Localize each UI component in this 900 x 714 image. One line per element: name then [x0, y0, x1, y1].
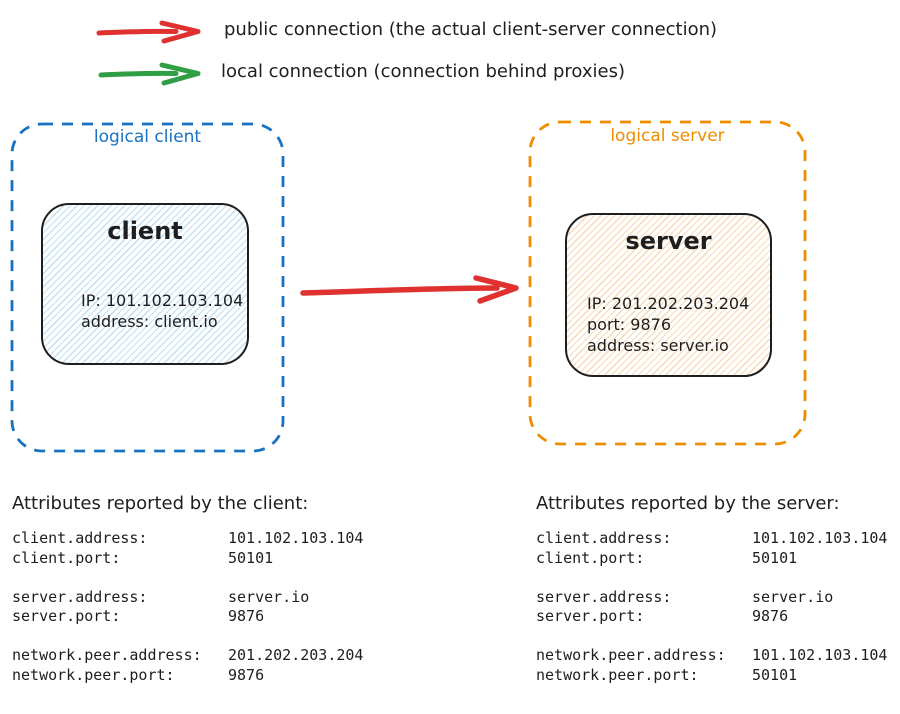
attr-value: 9876	[752, 607, 789, 625]
attr-group-server-reported-client: client.address: 101.102.103.104 client.p…	[536, 529, 900, 568]
attr-value: 101.102.103.104	[752, 646, 888, 664]
attr-value: 9876	[228, 665, 265, 684]
attr-row: server.address: server.io	[536, 588, 900, 608]
attr-row: network.peer.address: 201.202.203.204	[12, 646, 412, 666]
client-attributes-table: client.address: 101.102.103.104 client.p…	[12, 529, 412, 685]
attr-row: client.address: 101.102.103.104	[12, 529, 412, 549]
attr-value: 101.102.103.104	[752, 529, 888, 547]
client-to-server-arrow-icon	[300, 275, 519, 304]
attr-row: server.port: 9876	[12, 607, 412, 627]
server-node-details: IP: 201.202.203.204 port: 9876 address: …	[587, 293, 749, 356]
client-node-line: address: client.io	[81, 312, 218, 331]
attr-key: network.peer.port:	[12, 665, 175, 684]
attr-value: 201.202.203.204	[228, 646, 364, 664]
attr-row: network.peer.port: 50101	[536, 666, 900, 686]
attr-value: 9876	[228, 607, 265, 625]
attr-group-server-reported-server: server.address: server.io server.port: 9…	[536, 588, 900, 627]
attr-value: 101.102.103.104	[228, 529, 364, 547]
attr-key: client.address:	[12, 529, 148, 547]
server-attributes-heading: Attributes reported by the server:	[536, 493, 840, 514]
attr-group-server-reported-peer: network.peer.address: 101.102.103.104 ne…	[536, 646, 900, 685]
attr-key: server.port:	[12, 607, 121, 625]
attr-group-client-reported-server: server.address: server.io server.port: 9…	[12, 588, 412, 627]
client-node-title: client	[107, 217, 183, 245]
attr-key: client.address:	[536, 529, 672, 547]
server-attributes-panel: Attributes reported by the server: clien…	[536, 492, 900, 685]
public-connection-legend-label: public connection (the actual client-ser…	[224, 19, 718, 40]
server-attributes-table: client.address: 101.102.103.104 client.p…	[536, 529, 900, 685]
client-node-line: IP: 101.102.103.104	[81, 291, 244, 310]
logical-client-label: logical client	[93, 127, 202, 147]
attr-group-client-reported-client: client.address: 101.102.103.104 client.p…	[12, 529, 412, 568]
client-attributes-heading: Attributes reported by the client:	[12, 493, 309, 514]
attr-row: client.port: 50101	[12, 549, 412, 569]
attr-key: network.peer.address:	[536, 646, 726, 664]
local-connection-legend-label: local connection (connection behind prox…	[221, 61, 625, 82]
attr-key: network.peer.port:	[536, 665, 699, 684]
attr-key: client.port:	[12, 548, 121, 567]
logical-server-label: logical server	[610, 126, 725, 146]
client-node-details: IP: 101.102.103.104 address: client.io	[81, 290, 243, 332]
client-attributes-panel: Attributes reported by the client: clien…	[12, 492, 412, 685]
attr-value: server.io	[752, 587, 834, 606]
logical-server-border	[528, 120, 807, 446]
logical-client-border	[10, 122, 285, 453]
local-connection-arrow-icon	[98, 62, 201, 86]
attr-row: network.peer.address: 101.102.103.104	[536, 646, 900, 666]
server-node-line: address: server.io	[587, 336, 729, 355]
server-node: server IP: 201.202.203.204 port: 9876 ad…	[565, 213, 772, 377]
attr-value: 50101	[752, 665, 798, 684]
server-node-line: port: 9876	[587, 315, 671, 334]
attr-row: network.peer.port: 9876	[12, 666, 412, 686]
attr-key: server.address:	[12, 587, 148, 606]
attr-row: client.port: 50101	[536, 549, 900, 569]
attr-key: client.port:	[536, 548, 645, 567]
attr-value: 50101	[228, 548, 274, 567]
attr-key: server.port:	[536, 607, 645, 625]
attr-row: server.port: 9876	[536, 607, 900, 627]
attr-value: 50101	[752, 548, 798, 567]
attr-value: server.io	[228, 587, 310, 606]
attr-key: network.peer.address:	[12, 646, 202, 664]
attr-group-client-reported-peer: network.peer.address: 201.202.203.204 ne…	[12, 646, 412, 685]
attr-row: client.address: 101.102.103.104	[536, 529, 900, 549]
public-connection-arrow-icon	[96, 20, 201, 44]
server-node-title: server	[625, 227, 712, 255]
attr-key: server.address:	[536, 587, 672, 606]
client-node: client IP: 101.102.103.104 address: clie…	[41, 203, 249, 365]
attr-row: server.address: server.io	[12, 588, 412, 608]
server-node-line: IP: 201.202.203.204	[587, 294, 750, 313]
